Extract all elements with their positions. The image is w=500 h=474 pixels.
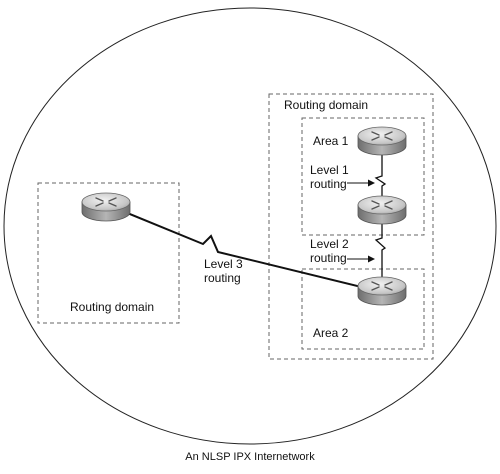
level2-link (374, 218, 387, 278)
left-routing-domain-label: Routing domain (70, 300, 154, 314)
internetwork-boundary (3, 7, 497, 445)
area2-box (301, 268, 425, 350)
level3-link (119, 209, 383, 293)
right-routing-domain-label: Routing domain (284, 98, 368, 112)
router-area2 (357, 276, 407, 306)
area1-label: Area 1 (313, 134, 349, 148)
level1-label: Level 1 routing (310, 163, 352, 191)
level3-label: Level 3 routing (204, 257, 246, 285)
area2-label: Area 2 (313, 326, 349, 340)
level1-arrow (347, 179, 375, 187)
right-routing-domain-box (268, 93, 434, 360)
router-area1-top (357, 126, 407, 156)
diagram-caption: An NLSP IPX Internetwork (185, 451, 315, 463)
router-area1-bottom (357, 195, 407, 225)
left-routing-domain-box (37, 182, 180, 324)
level2-label: Level 2 routing (310, 237, 352, 265)
router-left (81, 192, 131, 222)
level2-arrow (347, 255, 375, 263)
level1-link (374, 155, 387, 200)
